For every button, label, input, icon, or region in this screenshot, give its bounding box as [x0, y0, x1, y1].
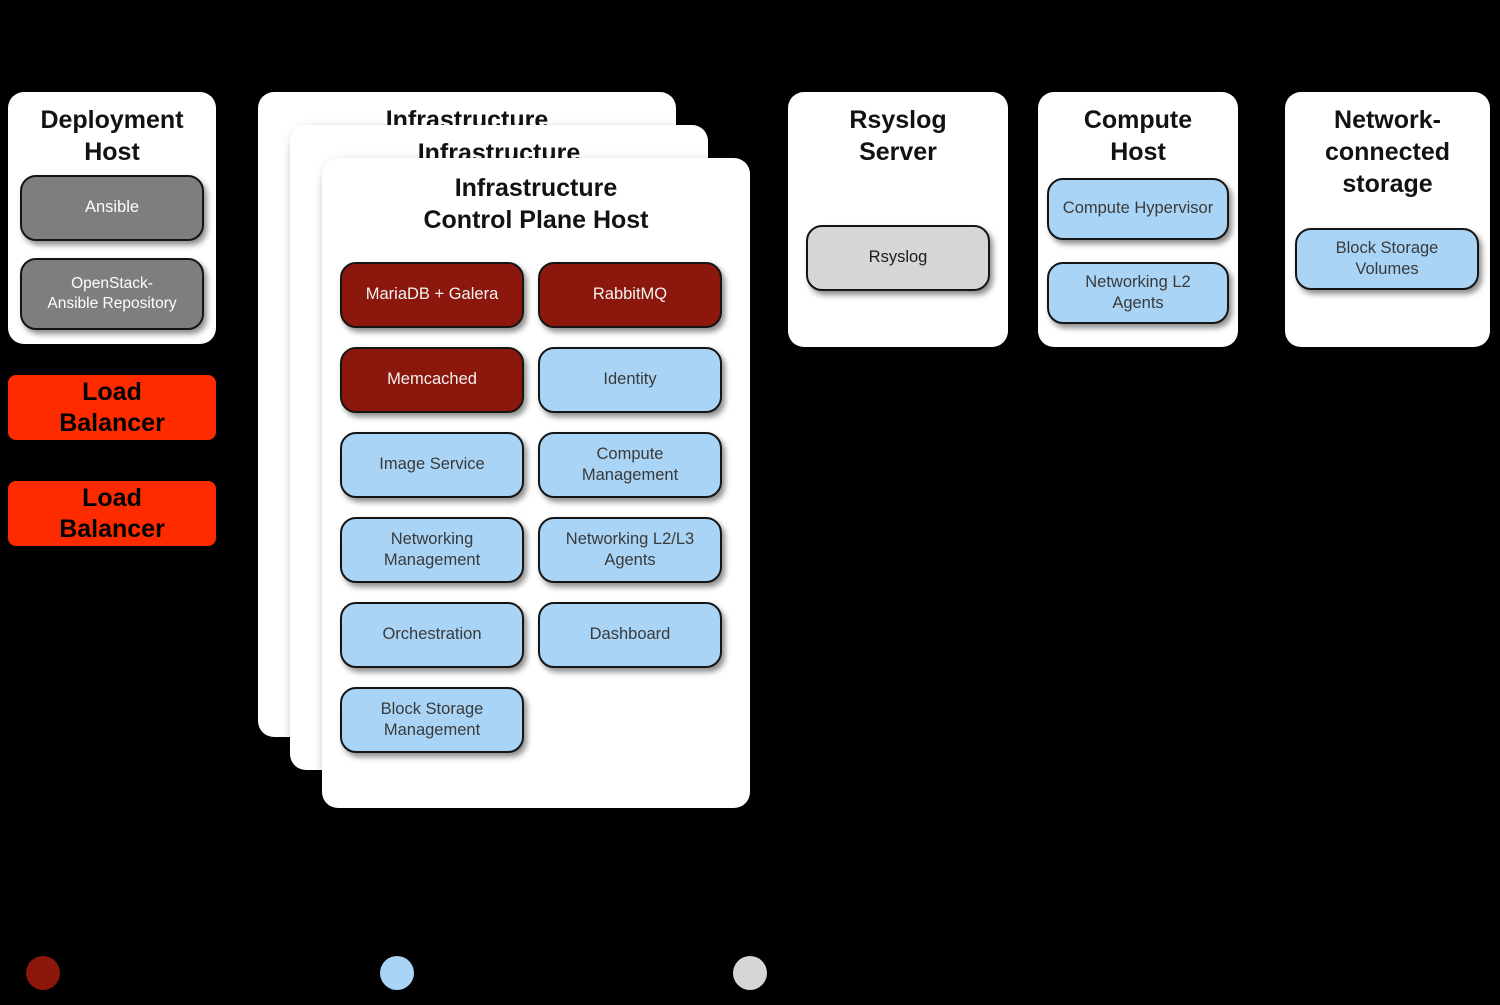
node-mariadb-galera: MariaDB + Galera: [340, 262, 524, 328]
load-balancer-1: Load Balancer: [8, 375, 216, 440]
load-balancer-2: Load Balancer: [8, 481, 216, 546]
node-orchestration: Orchestration: [340, 602, 524, 668]
node-networking-l2-agents: Networking L2 Agents: [1047, 262, 1229, 324]
node-image-service: Image Service: [340, 432, 524, 498]
node-memcached: Memcached: [340, 347, 524, 413]
legend-dot-gray: [733, 956, 767, 990]
node-identity: Identity: [538, 347, 722, 413]
node-ansible: Ansible: [20, 175, 204, 241]
deployment-host-title: Deployment Host: [40, 106, 184, 166]
compute-host-card: Compute Host Compute Hypervisor Networki…: [1038, 92, 1238, 347]
rsyslog-server-card: Rsyslog Server Rsyslog: [788, 92, 1008, 347]
load-balancer-2-label: Load Balancer: [59, 484, 165, 543]
node-dashboard: Dashboard: [538, 602, 722, 668]
node-rsyslog: Rsyslog: [806, 225, 990, 291]
legend-dot-blue: [380, 956, 414, 990]
deployment-host-card: Deployment Host Ansible OpenStack-Ansibl…: [8, 92, 216, 344]
rsyslog-server-title: Rsyslog Server: [849, 106, 947, 166]
load-balancer-1-label: Load Balancer: [59, 378, 165, 437]
infrastructure-left-column: MariaDB + Galera Memcached Image Service…: [340, 262, 524, 753]
node-compute-management: Compute Management: [538, 432, 722, 498]
infrastructure-card-front: Infrastructure Control Plane Host MariaD…: [322, 158, 750, 808]
node-networking-management: Networking Management: [340, 517, 524, 583]
network-storage-title: Network-connected storage: [1324, 106, 1451, 198]
network-storage-card: Network-connected storage Block Storage …: [1285, 92, 1490, 347]
node-compute-hypervisor: Compute Hypervisor: [1047, 178, 1229, 240]
legend-dot-dark-red: [26, 956, 60, 990]
compute-host-title: Compute Host: [1083, 106, 1193, 166]
infrastructure-right-column: RabbitMQ Identity Compute Management Net…: [538, 262, 722, 668]
node-block-storage-management: Block Storage Management: [340, 687, 524, 753]
infrastructure-card-title: Infrastructure Control Plane Host: [423, 174, 649, 234]
node-openstack-ansible-repository: OpenStack-Ansible Repository: [20, 258, 204, 330]
node-networking-l2-l3-agents: Networking L2/L3 Agents: [538, 517, 722, 583]
node-rabbitmq: RabbitMQ: [538, 262, 722, 328]
node-block-storage-volumes: Block Storage Volumes: [1295, 228, 1479, 290]
